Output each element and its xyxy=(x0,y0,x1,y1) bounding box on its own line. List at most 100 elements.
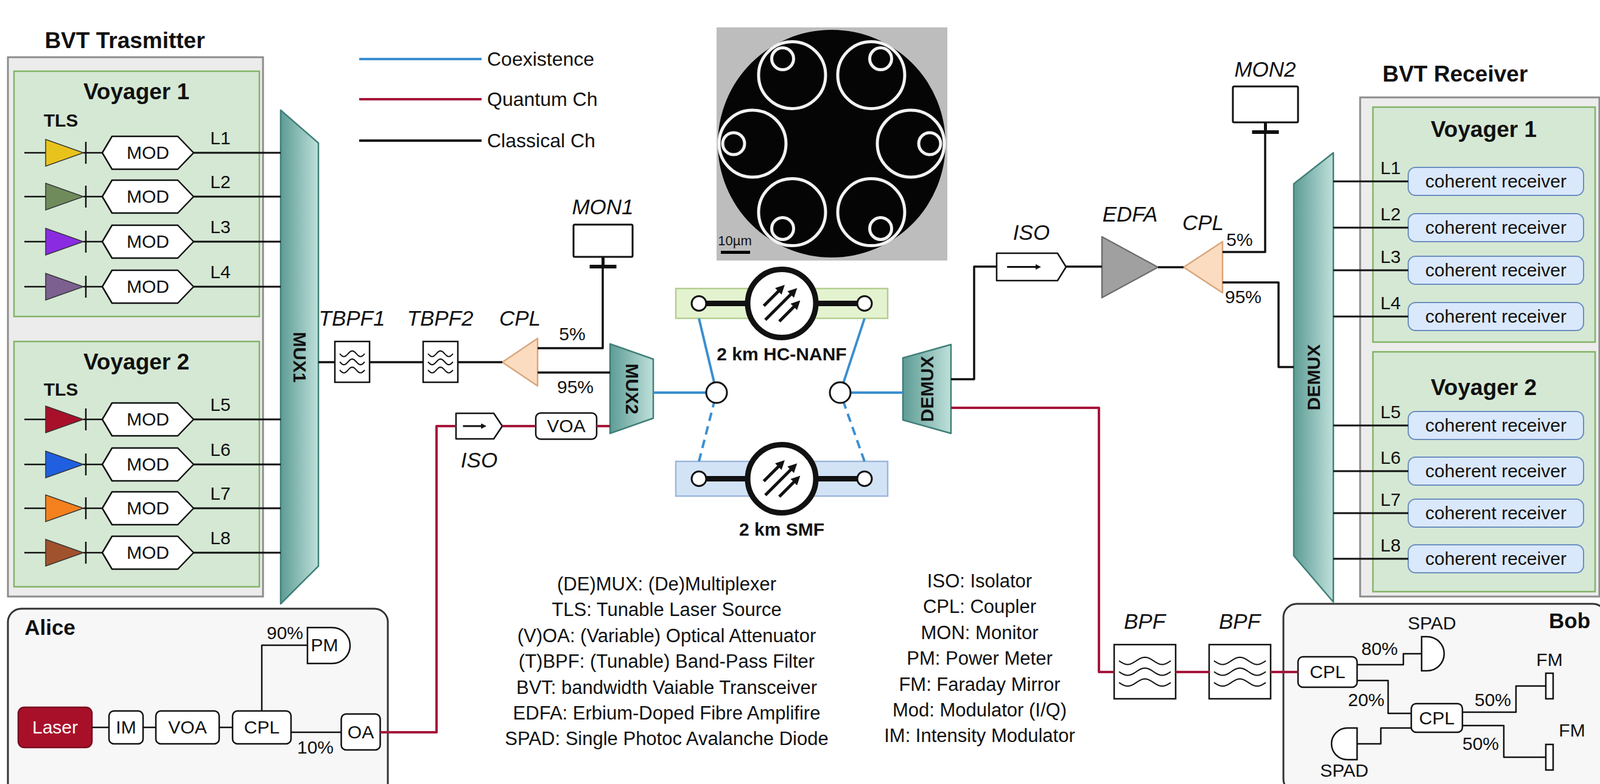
amplifier-triangle: EDFA xyxy=(1101,236,1158,298)
receiver-box xyxy=(1408,499,1584,528)
fibre-link xyxy=(193,463,281,466)
shape-outline xyxy=(996,253,1067,281)
shape-outline xyxy=(1408,167,1584,196)
fibre-link xyxy=(193,507,281,510)
fibre-link xyxy=(1462,725,1546,758)
modulator-box xyxy=(102,270,194,304)
modulator-box: MOD xyxy=(102,491,194,525)
coupler-triangle: CPL xyxy=(502,338,538,386)
receiver-box: coherent receiver xyxy=(1408,213,1584,242)
modulator-box: MOD xyxy=(102,136,194,170)
group-panel xyxy=(14,71,260,317)
demultiplexer: DEMUX xyxy=(1293,152,1334,603)
fibre-link xyxy=(653,392,717,462)
demultiplexer: DEMUX xyxy=(902,344,951,434)
panel xyxy=(7,57,264,597)
symbol-line xyxy=(1007,266,1039,268)
receiver-box: coherent receiver xyxy=(1408,256,1584,285)
shape-outline xyxy=(1298,656,1358,688)
mirror-box: FM xyxy=(1545,673,1554,699)
fibre-spool: 2 km SMF xyxy=(675,461,888,497)
filter-wave xyxy=(1214,678,1266,687)
receiver-box: coherent receiver xyxy=(1408,302,1584,331)
node-label: MUX2 xyxy=(621,363,643,415)
shape-outline xyxy=(1331,728,1358,760)
note-text: MON: Monitor xyxy=(921,622,1039,645)
note-text: TLS xyxy=(43,110,79,132)
edge-label: 5% xyxy=(558,323,586,346)
fibre-link xyxy=(91,726,109,729)
panel xyxy=(1360,97,1600,597)
node-label: EDFA xyxy=(1102,202,1158,227)
laser-box: Laser xyxy=(18,707,92,748)
node-label: CPL xyxy=(244,717,280,739)
shape-outline xyxy=(7,608,388,784)
legend-line xyxy=(359,57,482,61)
shape-outline xyxy=(102,225,194,259)
isolator-box xyxy=(996,253,1067,281)
shape-outline xyxy=(102,270,194,304)
component-box: CPL xyxy=(1411,703,1463,733)
filter-box xyxy=(1209,644,1271,699)
component-box: OA xyxy=(341,714,381,751)
edge-label: L3 xyxy=(1380,246,1401,268)
edge-label: L8 xyxy=(1380,535,1401,557)
edge-label: 5% xyxy=(1226,229,1253,251)
shape-outline xyxy=(1408,499,1584,528)
edge-label: 95% xyxy=(1224,286,1262,309)
shape-outline xyxy=(1101,236,1158,298)
symbol-line xyxy=(765,466,794,496)
edge-label: 90% xyxy=(266,622,304,645)
symbol-circle xyxy=(691,296,707,312)
note-text: PM: Power Meter xyxy=(906,647,1053,670)
filter-box: BPF xyxy=(1209,644,1271,699)
note-text: FM: Faraday Mirror xyxy=(898,673,1060,696)
component-box: CPL xyxy=(232,711,292,744)
group-panel xyxy=(1372,107,1596,343)
component-box: VOA xyxy=(155,711,220,744)
modulator-box xyxy=(102,536,194,570)
party-panel xyxy=(1283,603,1600,784)
fibre-link xyxy=(1333,558,1409,561)
shape-outline xyxy=(610,343,654,434)
shape-outline xyxy=(573,224,633,257)
shape-outline xyxy=(1545,673,1554,699)
node-label: DEMUX xyxy=(916,356,938,422)
note-text: Mod: Modulator (I/Q) xyxy=(892,699,1067,722)
node-label: coherent receiver xyxy=(1425,460,1567,483)
modulator-box: MOD xyxy=(102,225,194,259)
component-box: VOA xyxy=(535,413,597,440)
symbol-circle xyxy=(857,296,872,312)
edge-label: L7 xyxy=(210,483,231,505)
edge-label: L6 xyxy=(1380,447,1401,469)
shape-outline xyxy=(108,711,144,744)
filter-box: BPF xyxy=(1114,644,1176,699)
edge-label: L2 xyxy=(1380,203,1401,226)
shape-outline xyxy=(18,707,92,748)
modulator-box: MOD xyxy=(102,536,194,570)
fibre-link xyxy=(193,552,281,555)
node-label: Voyager 2 xyxy=(83,349,190,376)
shape-outline xyxy=(456,413,503,439)
fibre-link xyxy=(1270,670,1299,674)
symbol-line xyxy=(779,479,797,497)
node-label: IM xyxy=(115,717,136,739)
note-text: (T)BPF: (Tunable) Band-Pass Filter xyxy=(518,650,815,673)
edge-label: L4 xyxy=(1380,292,1401,315)
filter-wave xyxy=(339,367,365,373)
note-text: TLS: Tunable Laser Source xyxy=(551,599,782,622)
fibre-link xyxy=(950,266,997,380)
node-label: coherent receiver xyxy=(1425,415,1567,437)
symbol-line xyxy=(462,425,484,428)
detector-shape: SPAD xyxy=(1421,636,1445,671)
note-text: 10µm xyxy=(717,233,752,249)
monitor-symbol: MON1 xyxy=(573,224,633,257)
edge-label: 50% xyxy=(1462,733,1499,755)
shape-outline xyxy=(1408,256,1584,285)
shape-outline xyxy=(232,711,292,744)
coupler-triangle xyxy=(1183,241,1223,293)
detector-shape xyxy=(1331,728,1358,760)
filter-box xyxy=(334,341,370,383)
shape-outline xyxy=(1411,703,1463,733)
node-label: SPAD xyxy=(1319,760,1369,782)
